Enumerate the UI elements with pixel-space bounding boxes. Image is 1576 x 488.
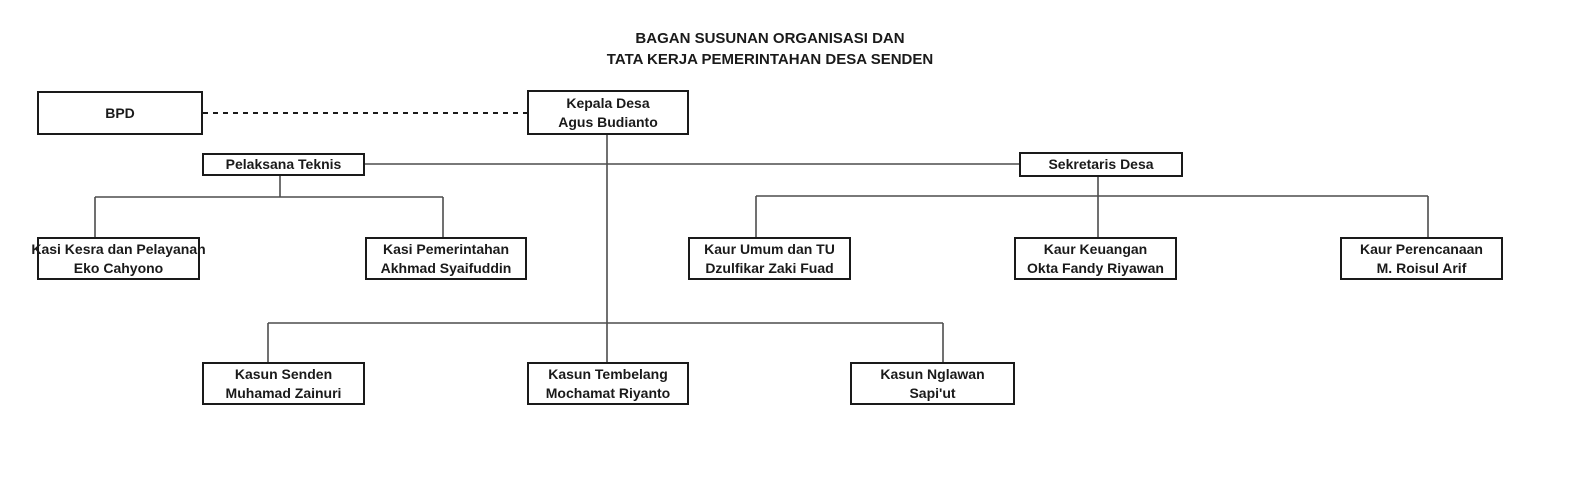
chart-title: BAGAN SUSUNAN ORGANISASI DAN TATA KERJA … bbox=[0, 28, 1540, 70]
chart-title-line2: TATA KERJA PEMERINTAHAN DESA SENDEN bbox=[606, 51, 934, 68]
node-title: Sekretaris Desa bbox=[1048, 156, 1154, 172]
org-node-kaur-umum-dan-tu: Kaur Umum dan TU Dzulfikar Zaki Fuad bbox=[688, 237, 851, 280]
node-person: Okta Fandy Riyawan bbox=[1027, 259, 1164, 276]
node-title: BPD bbox=[105, 104, 135, 121]
org-node-kepala-desa: Kepala Desa Agus Budianto bbox=[527, 90, 689, 135]
node-person: Dzulfikar Zaki Fuad bbox=[705, 259, 834, 276]
org-node-kaur-perencanaan: Kaur Perencanaan M. Roisul Arif bbox=[1340, 237, 1503, 280]
node-person: Mochamat Riyanto bbox=[545, 384, 671, 401]
node-person: Agus Budianto bbox=[558, 113, 658, 130]
org-node-kaur-keuangan: Kaur Keuangan Okta Fandy Riyawan bbox=[1014, 237, 1177, 280]
org-node-kasun-nglawan: Kasun Nglawan Sapi'ut bbox=[850, 362, 1015, 405]
node-person: Eko Cahyono bbox=[73, 259, 164, 276]
node-title: Kasun Nglawan bbox=[880, 365, 985, 382]
org-node-kasun-senden: Kasun Senden Muhamad Zainuri bbox=[202, 362, 365, 405]
node-title: Kasun Tembelang bbox=[548, 365, 668, 382]
node-title: Pelaksana Teknis bbox=[225, 156, 342, 172]
org-node-pelaksana-teknis: Pelaksana Teknis bbox=[202, 153, 365, 176]
org-node-kasun-tembelang: Kasun Tembelang Mochamat Riyanto bbox=[527, 362, 689, 405]
node-person: Muhamad Zainuri bbox=[225, 384, 342, 401]
node-person: Sapi'ut bbox=[909, 384, 956, 401]
node-title: Kepala Desa bbox=[566, 94, 650, 111]
node-person: Akhmad Syaifuddin bbox=[380, 259, 512, 276]
node-person: M. Roisul Arif bbox=[1376, 259, 1467, 276]
org-node-sekretaris-desa: Sekretaris Desa bbox=[1019, 152, 1183, 177]
org-node-kasi-kesra-dan-pelayanan: Kasi Kesra dan Pelayanan Eko Cahyono bbox=[31, 237, 206, 280]
org-node-kasi-pemerintahan: Kasi Pemerintahan Akhmad Syaifuddin bbox=[365, 237, 527, 280]
node-title: Kasi Pemerintahan bbox=[382, 240, 510, 257]
chart-title-line1: BAGAN SUSUNAN ORGANISASI DAN bbox=[635, 30, 905, 47]
node-title: Kasi Kesra dan Pelayanan bbox=[31, 240, 206, 257]
node-title: Kaur Keuangan bbox=[1043, 240, 1148, 257]
node-title: Kasun Senden bbox=[234, 365, 333, 382]
org-node-bpd: BPD bbox=[37, 91, 203, 135]
node-title: Kaur Umum dan TU bbox=[704, 240, 835, 257]
node-title: Kaur Perencanaan bbox=[1360, 240, 1483, 257]
